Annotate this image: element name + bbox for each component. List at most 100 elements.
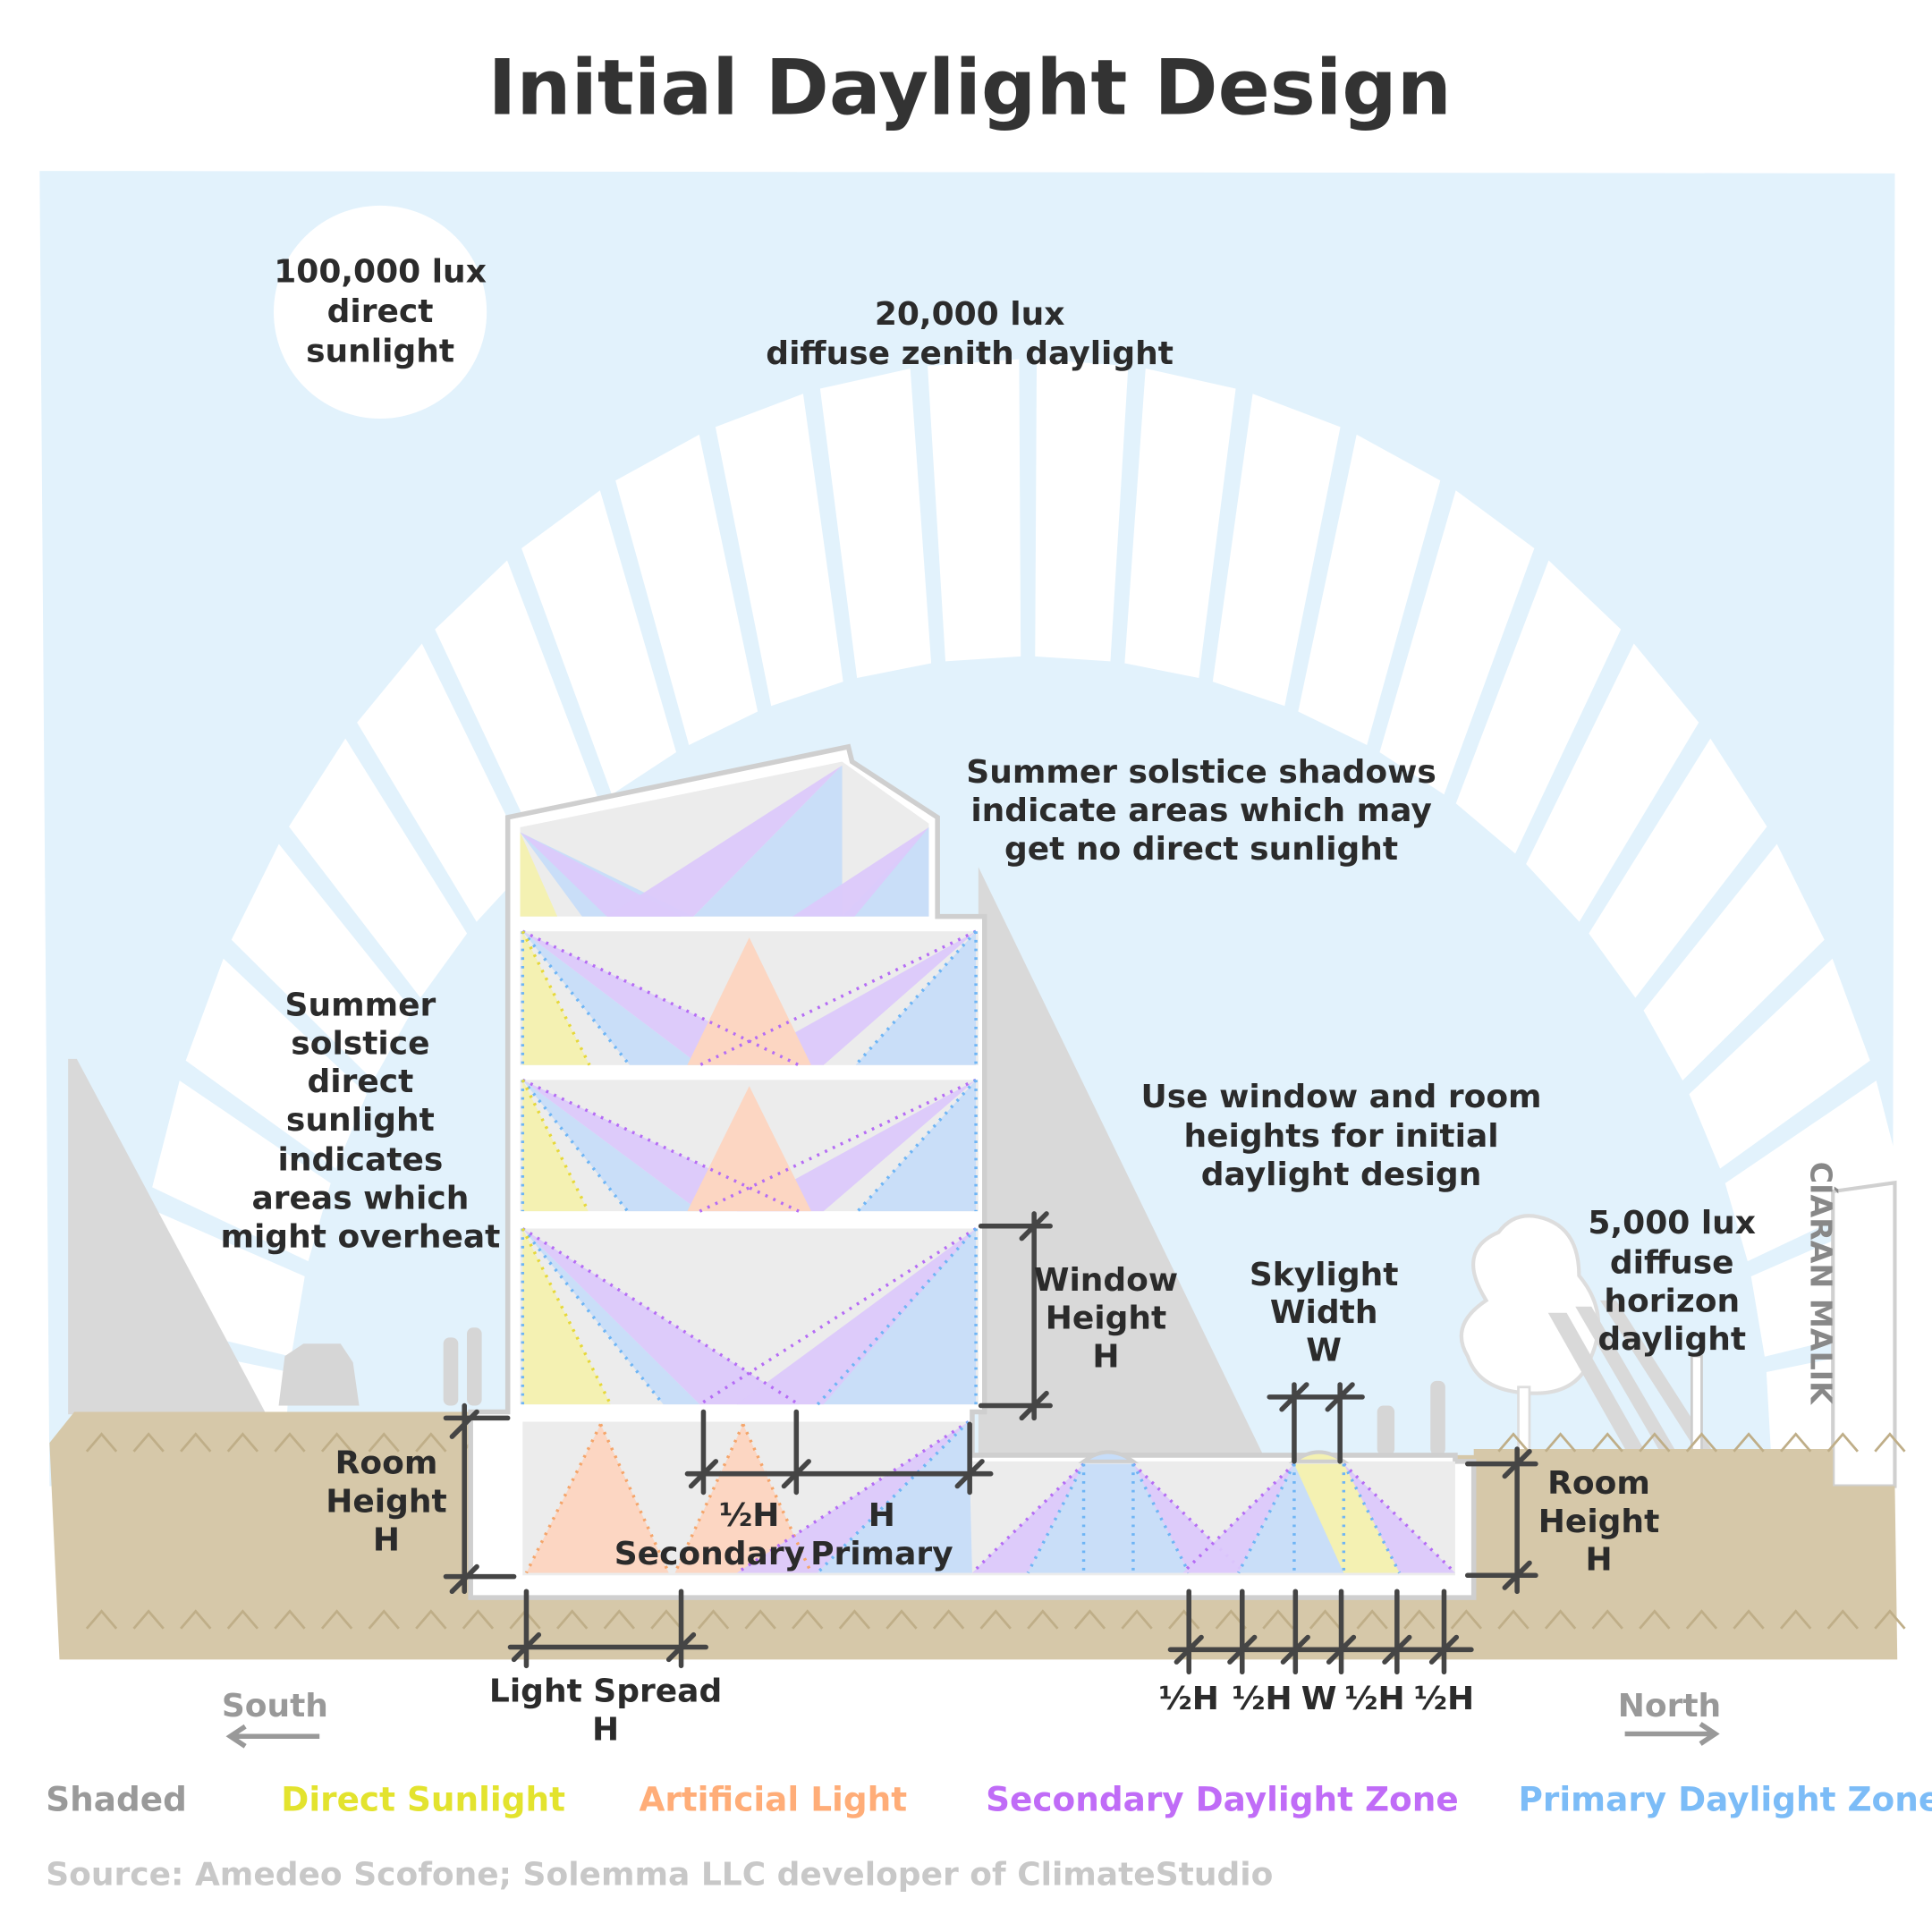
hatch-mark xyxy=(932,1609,965,1630)
overheat-label: Summer solstice direct sunlight indicate… xyxy=(220,987,500,1255)
primary-label: Primary xyxy=(810,1536,953,1572)
heights-text-2: heights for initial xyxy=(1183,1118,1498,1155)
sky-ray xyxy=(1298,434,1441,745)
secondary-zone xyxy=(522,1228,800,1405)
sky-ray xyxy=(1124,369,1236,678)
artificial-light-zone xyxy=(687,1086,811,1212)
hatch-mark xyxy=(886,1609,918,1630)
primary-boundary xyxy=(521,1079,978,1213)
spacing-label: W xyxy=(1301,1681,1337,1717)
source-credit: Source: Amedeo Scofone; Solemma LLC deve… xyxy=(46,1856,1273,1893)
skylight-1 xyxy=(1078,1450,1140,1463)
window-height-label: Height xyxy=(1046,1301,1167,1337)
spacing-label: ½H xyxy=(1159,1681,1219,1717)
sky-ray xyxy=(357,643,530,922)
car-silhouette xyxy=(278,1343,360,1406)
hatch-mark xyxy=(650,1609,682,1630)
room-height-left-label: Room xyxy=(335,1445,438,1482)
room-height-left-label: H xyxy=(373,1522,400,1559)
spacing-label: ½H xyxy=(1232,1681,1292,1717)
room-height-right-label: Room xyxy=(1547,1465,1650,1502)
hatch-mark xyxy=(180,1432,212,1453)
horizon-label: 5,000 lux diffuse horizon daylight xyxy=(1588,1205,1756,1358)
hatch-mark xyxy=(603,1609,635,1630)
hatch-mark xyxy=(1073,1609,1106,1630)
overheat-text: solstice xyxy=(291,1025,429,1062)
half-h-label: ½H xyxy=(719,1497,779,1534)
skylight-width-label: Width xyxy=(1270,1294,1378,1331)
artificial-light-zone xyxy=(526,1424,669,1573)
light-spread-h-label: H xyxy=(592,1711,619,1748)
legend-direct-sunlight: Direct Sunlight xyxy=(281,1779,565,1818)
heights-text-3: daylight design xyxy=(1201,1157,1482,1193)
secondary-zone xyxy=(1182,1463,1294,1573)
primary-boundary xyxy=(1026,1462,1191,1574)
room-height-right-label: Height xyxy=(1538,1504,1660,1540)
hatch-mark xyxy=(1780,1432,1812,1453)
h-primary-label: H xyxy=(869,1497,895,1534)
sky-ray xyxy=(289,738,468,998)
sun-label: 100,000 lux direct sunlight xyxy=(274,254,487,370)
hatch-mark xyxy=(368,1609,400,1630)
arrow-left-icon xyxy=(225,1724,320,1749)
zenith-text-1: 20,000 lux xyxy=(875,296,1065,333)
hatch-mark xyxy=(1874,1609,1906,1630)
overheat-text: sunlight xyxy=(286,1102,435,1139)
hatch-mark xyxy=(85,1432,118,1453)
hatch-mark xyxy=(1403,1609,1436,1630)
sun-text-2: direct xyxy=(327,293,434,330)
hatch-mark xyxy=(415,1609,447,1630)
sun-text-1: 100,000 lux xyxy=(274,254,487,291)
ground-hatching xyxy=(85,1432,1906,1630)
hatch-mark xyxy=(1733,1432,1765,1453)
hatch-mark xyxy=(1639,1609,1671,1630)
hatch-mark xyxy=(1356,1609,1388,1630)
hatch-mark xyxy=(979,1609,1012,1630)
primary-boundary xyxy=(1237,1462,1402,1574)
north-label: North xyxy=(1618,1688,1721,1724)
hatch-mark xyxy=(1027,1609,1059,1630)
sky-ray xyxy=(1455,560,1622,854)
hatch-mark xyxy=(1826,1432,1859,1453)
overheat-text: indicates xyxy=(278,1141,444,1178)
page-title: Initial Daylight Design xyxy=(487,43,1451,132)
hatch-mark xyxy=(415,1432,447,1453)
spacing-label: ½H xyxy=(1414,1681,1474,1717)
direct-sunlight-zone xyxy=(522,931,590,1065)
sky-ray xyxy=(1379,490,1535,795)
room-height-left-label: Height xyxy=(326,1484,447,1521)
arrow-right-icon xyxy=(1624,1722,1720,1746)
artificial-light-zone xyxy=(687,937,811,1065)
horizon-text: 5,000 lux xyxy=(1588,1205,1756,1241)
overheat-text: Summer xyxy=(285,987,436,1023)
shadows-text-2: indicate areas which may xyxy=(970,792,1431,829)
hatch-mark xyxy=(320,1609,353,1630)
hatch-mark xyxy=(1544,1432,1577,1453)
hatch-mark xyxy=(1874,1432,1906,1453)
skylight-2 xyxy=(1288,1450,1350,1463)
horizon-light-rays xyxy=(1547,1300,1716,1455)
skylight-width-label: Skylight xyxy=(1250,1257,1399,1293)
sky-ray xyxy=(715,394,843,707)
horizon-text: daylight xyxy=(1597,1321,1746,1358)
shadows-text-1: Summer solstice shadows xyxy=(966,754,1436,791)
hatch-mark xyxy=(1685,1609,1718,1630)
primary-zone xyxy=(1028,1463,1190,1573)
artist-signature: CÍARAN MALIK xyxy=(1803,1162,1839,1405)
heights-text-1: Use window and room xyxy=(1140,1079,1541,1115)
overheat-text: direct xyxy=(308,1063,414,1100)
direct-sunlight-zone xyxy=(1293,1463,1400,1573)
hatch-mark xyxy=(1168,1609,1200,1630)
zenith-text-2: diffuse zenith daylight xyxy=(766,335,1174,372)
building-shadow xyxy=(978,867,1264,1455)
hatch-mark xyxy=(556,1609,589,1630)
sky-dome-rays xyxy=(123,359,1932,1454)
hatch-mark xyxy=(226,1432,259,1453)
overheat-text: areas which xyxy=(251,1180,469,1216)
sky-ray xyxy=(1643,843,1825,1080)
sky-ray xyxy=(1689,958,1870,1169)
hatch-mark xyxy=(132,1609,165,1630)
legend-shaded: Shaded xyxy=(46,1779,187,1818)
skylight-width-label: W xyxy=(1306,1333,1342,1369)
hatch-mark xyxy=(132,1432,165,1453)
